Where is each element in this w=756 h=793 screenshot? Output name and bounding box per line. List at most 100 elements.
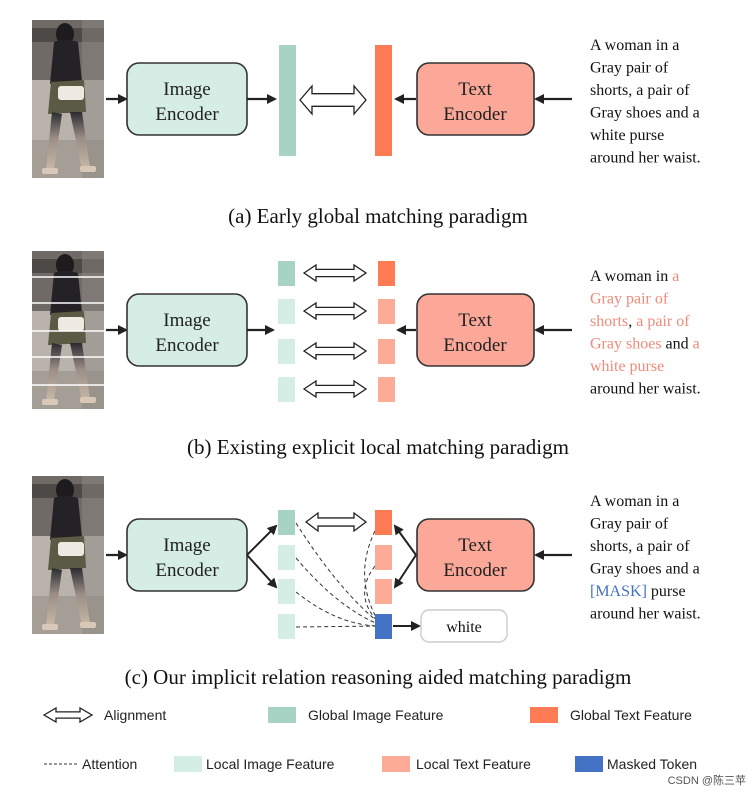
description-line: white purse xyxy=(590,127,664,144)
panel-caption: (b) Existing explicit local matching par… xyxy=(187,435,569,459)
description-segment: and xyxy=(662,336,693,353)
predicted-token-box xyxy=(420,609,508,643)
description-line: A woman in a xyxy=(590,37,679,54)
text-encoder-label: Encoder xyxy=(443,104,507,125)
text-encoder-label: Encoder xyxy=(443,560,507,581)
legend-global-text-label: Global Text Feature xyxy=(570,707,692,723)
description-segment: a xyxy=(693,336,700,353)
legend-global-image-label: Global Image Feature xyxy=(308,707,444,723)
panel-caption: (a) Early global matching paradigm xyxy=(228,204,528,228)
description-line: around her waist. xyxy=(590,150,701,167)
local-text-feature xyxy=(378,299,395,324)
predicted-token-label: white xyxy=(446,619,482,636)
local-text-feature xyxy=(375,579,392,604)
local-image-feature xyxy=(278,545,295,570)
local-text-feature xyxy=(375,545,392,570)
description-segment: shorts, a pair of xyxy=(590,82,690,99)
legend-global-text-swatch xyxy=(530,707,558,723)
description-segment: around her waist. xyxy=(590,381,701,398)
local-text-feature xyxy=(378,377,395,402)
description-segment: Gray pair of xyxy=(590,60,669,77)
panel-caption: (c) Our implicit relation reasoning aide… xyxy=(125,665,632,689)
legend-local-image-label: Local Image Feature xyxy=(206,756,335,772)
alignment-arrow xyxy=(302,263,368,283)
arrow-encoder-to-feature xyxy=(246,554,278,589)
attention-line xyxy=(295,625,384,628)
description-segment: Gray shoes xyxy=(590,336,662,353)
image-encoder-label: Encoder xyxy=(155,560,219,581)
local-image-feature xyxy=(278,614,295,639)
alignment-arrow xyxy=(302,301,368,321)
description-line: Gray shoes and a xyxy=(590,561,700,578)
description-segment: Gray shoes and a xyxy=(590,561,700,578)
description-segment: Gray shoes and a xyxy=(590,105,700,122)
arrow-encoder-to-feature xyxy=(246,524,278,556)
description-segment: shorts, a pair of xyxy=(590,538,690,555)
person-image xyxy=(32,476,104,634)
alignment-arrow xyxy=(302,379,368,399)
legend-local-text-swatch xyxy=(382,756,410,772)
description-line: [MASK] purse xyxy=(590,583,686,600)
global-text-feature xyxy=(378,261,395,286)
attention-line xyxy=(364,530,381,625)
description-line: A woman in a xyxy=(590,268,679,285)
legend-local-text-label: Local Text Feature xyxy=(416,756,531,772)
local-image-feature xyxy=(278,377,295,402)
image-encoder-label: Image xyxy=(163,535,210,556)
local-image-feature xyxy=(278,339,295,364)
legend-alignment-arrow xyxy=(42,706,94,724)
description-line: Gray shoes and a xyxy=(590,336,700,353)
alignment-arrow xyxy=(304,511,368,533)
description-line: shorts, a pair of xyxy=(590,82,690,99)
image-encoder-label: Encoder xyxy=(155,335,219,356)
description-segment: purse xyxy=(647,583,686,600)
masked-token xyxy=(375,614,392,639)
description-line: white purse xyxy=(590,358,664,375)
person-photo xyxy=(32,476,104,634)
person-image xyxy=(32,251,104,409)
description-segment: A woman in a xyxy=(590,37,679,54)
global-image-feature xyxy=(279,45,296,156)
text-encoder-label: Text xyxy=(458,535,492,556)
global-image-feature xyxy=(278,261,295,286)
legend: Alignment Global Image Feature Global Text… xyxy=(42,706,746,787)
local-image-feature xyxy=(278,579,295,604)
description-segment: [MASK] xyxy=(590,583,647,600)
person-image xyxy=(32,20,104,178)
description-segment: Gray pair of xyxy=(590,291,669,308)
legend-masked-token-swatch xyxy=(575,756,603,772)
attention-line xyxy=(295,591,384,627)
description-segment: around her waist. xyxy=(590,150,701,167)
image-encoder-label: Image xyxy=(163,79,210,100)
description-line: A woman in a xyxy=(590,493,679,510)
legend-local-image-swatch xyxy=(174,756,202,772)
description-line: around her waist. xyxy=(590,606,701,623)
global-text-feature xyxy=(375,510,392,535)
description-line: shorts, a pair of xyxy=(590,538,690,555)
person-photo xyxy=(32,20,104,178)
image-encoder-label: Encoder xyxy=(155,104,219,125)
description-segment: Gray pair of xyxy=(590,516,669,533)
global-text-feature xyxy=(375,45,392,156)
local-text-feature xyxy=(378,339,395,364)
description-segment: a xyxy=(672,268,679,285)
description-line: Gray pair of xyxy=(590,60,669,77)
text-encoder-label: Text xyxy=(458,79,492,100)
alignment-arrow xyxy=(299,84,367,116)
description-segment: A woman in xyxy=(590,268,672,285)
legend-global-image-swatch xyxy=(268,707,296,723)
image-encoder-label: Image xyxy=(163,310,210,331)
legend-masked-token-label: Masked Token xyxy=(607,756,697,772)
description-segment: A woman in a xyxy=(590,493,679,510)
alignment-arrow xyxy=(302,341,368,361)
legend-alignment-label: Alignment xyxy=(104,707,166,723)
watermark: CSDN @陈三苹 xyxy=(668,773,746,787)
description-segment: white purse xyxy=(590,127,664,144)
description-segment: shorts xyxy=(590,313,628,330)
description-line: Gray pair of xyxy=(590,291,669,308)
description-line: Gray shoes and a xyxy=(590,105,700,122)
attention-line xyxy=(295,557,384,627)
